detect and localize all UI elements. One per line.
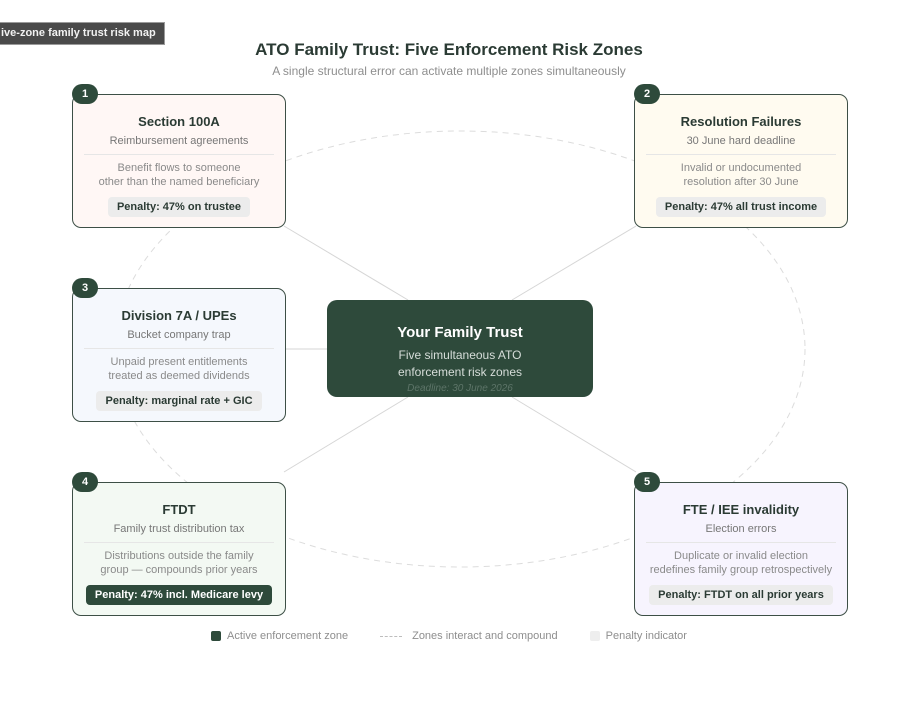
penalty-badge: Penalty: 47% on trustee — [107, 197, 251, 217]
zone-number-badge: 5 — [634, 472, 660, 492]
legend-item-interact: Zones interact and compound — [380, 630, 558, 642]
zone-card-section-100a: 1 Section 100A Reimbursement agreements … — [72, 84, 286, 228]
zone-subtitle: Election errors — [705, 523, 777, 535]
penalty-badge: Penalty: FTDT on all prior years — [649, 585, 833, 605]
legend-label: Penalty indicator — [605, 630, 687, 642]
zone-desc-line: Benefit flows to someone — [117, 162, 241, 174]
zone-desc-line: treated as deemed dividends — [108, 370, 250, 382]
zone-description: Benefit flows to someone other than the … — [73, 161, 285, 189]
connector-line-2 — [511, 225, 637, 301]
zone-title: Division 7A / UPEs — [121, 308, 237, 323]
penalty-badge: Penalty: 47% incl. Medicare levy — [85, 585, 273, 605]
legend-swatch-penalty — [589, 631, 600, 641]
zone-desc-line: other than the named beneficiary — [98, 176, 260, 188]
page-title: ATO Family Trust: Five Enforcement Risk … — [255, 40, 643, 59]
zone-subtitle: 30 June hard deadline — [686, 135, 796, 147]
zone-number-badge: 1 — [72, 84, 98, 104]
figure-tag: ive-zone family trust risk map — [0, 22, 165, 45]
zone-card-fte-iee: 5 FTE / IEE invalidity Election errors D… — [634, 472, 848, 616]
legend-item-active: Active enforcement zone — [211, 630, 348, 642]
connector-line-5 — [511, 396, 637, 473]
connector-line-4 — [283, 396, 409, 473]
zone-subtitle: Bucket company trap — [127, 329, 231, 341]
zone-description: Unpaid present entitlements treated as d… — [73, 355, 285, 383]
zone-number-badge: 4 — [72, 472, 98, 492]
central-trust-node: Your Family Trust Five simultaneous ATO … — [327, 300, 593, 397]
legend-item-penalty: Penalty indicator — [589, 630, 687, 642]
zone-description: Invalid or undocumented resolution after… — [635, 161, 847, 189]
center-deadline: Deadline: 30 June 2026 — [407, 383, 513, 394]
legend: Active enforcement zone Zones interact a… — [0, 630, 898, 642]
divider — [646, 542, 836, 543]
page-subtitle: A single structural error can activate m… — [272, 64, 626, 78]
zone-subtitle: Family trust distribution tax — [113, 523, 245, 535]
zone-description: Duplicate or invalid election redefines … — [635, 549, 847, 577]
zone-title: Section 100A — [138, 114, 220, 129]
zone-desc-line: Duplicate or invalid election — [674, 550, 808, 562]
zone-desc-line: Distributions outside the family — [104, 550, 254, 562]
zone-title: Resolution Failures — [680, 114, 802, 129]
zone-desc-line: Unpaid present entitlements — [110, 356, 248, 368]
center-line: Five simultaneous ATO — [398, 348, 522, 362]
zone-desc-line: Invalid or undocumented — [680, 162, 802, 174]
zone-desc-line: resolution after 30 June — [683, 176, 799, 188]
zone-desc-line: group — compounds prior years — [100, 564, 258, 576]
legend-label: Active enforcement zone — [227, 630, 349, 642]
zone-number-badge: 3 — [72, 278, 98, 298]
legend-swatch-active — [211, 631, 222, 641]
divider — [84, 154, 274, 155]
divider — [84, 542, 274, 543]
zone-number-badge: 2 — [634, 84, 660, 104]
zone-card-ftdt: 4 FTDT Family trust distribution tax Dis… — [72, 472, 286, 616]
penalty-badge: Penalty: 47% all trust income — [655, 197, 827, 217]
connector-line-1 — [283, 225, 409, 301]
zone-desc-line: redefines family group retrospectively — [649, 564, 833, 576]
center-description: Five simultaneous ATO enforcement risk z… — [327, 347, 593, 381]
center-title: Your Family Trust — [397, 324, 523, 341]
legend-dash-line — [380, 635, 403, 637]
legend-label: Zones interact and compound — [412, 630, 558, 642]
zone-card-division-7a: 3 Division 7A / UPEs Bucket company trap… — [72, 278, 286, 422]
zone-card-resolution-failures: 2 Resolution Failures 30 June hard deadl… — [634, 84, 848, 228]
zone-description: Distributions outside the family group —… — [73, 549, 285, 577]
zone-title: FTE / IEE invalidity — [682, 502, 800, 517]
penalty-badge: Penalty: marginal rate + GIC — [96, 391, 262, 411]
zone-title: FTDT — [162, 502, 196, 517]
divider — [646, 154, 836, 155]
center-line: enforcement risk zones — [397, 365, 523, 379]
zone-subtitle: Reimbursement agreements — [109, 135, 249, 147]
divider — [84, 348, 274, 349]
